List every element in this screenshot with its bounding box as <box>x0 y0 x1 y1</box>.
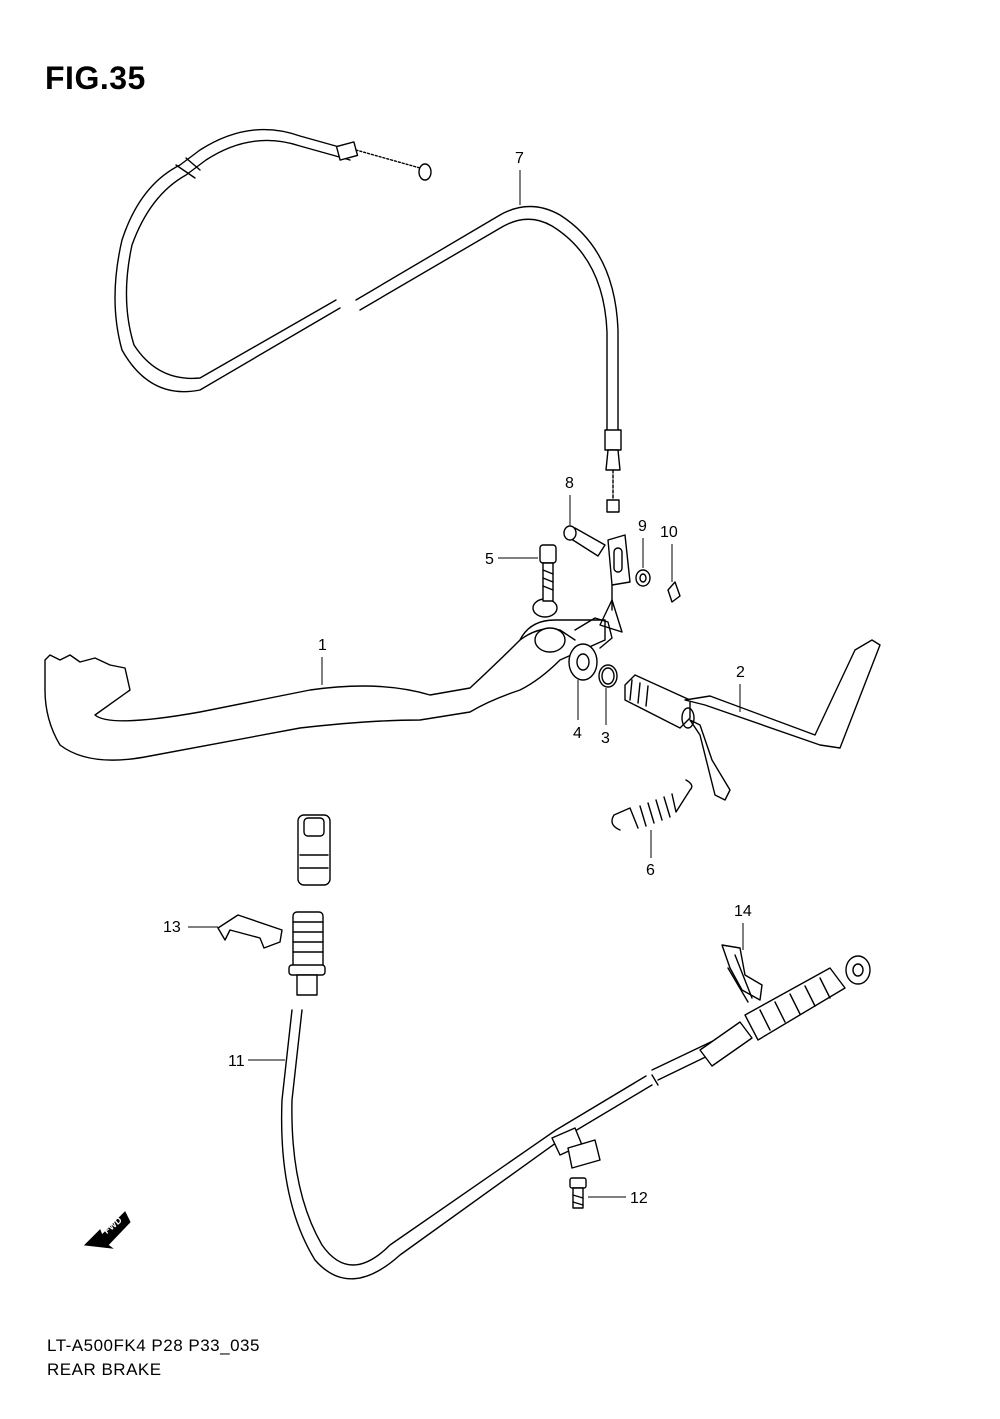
lower-brake-cable[interactable]: 11 <box>228 814 871 1280</box>
cable-clevis[interactable] <box>599 534 631 633</box>
callout-6: 6 <box>646 862 655 879</box>
upper-brake-cable[interactable]: 7 <box>114 128 622 513</box>
callout-1: 1 <box>318 637 327 654</box>
brake-shaft-lever[interactable]: 2 <box>624 639 881 801</box>
figure-title: FIG.35 <box>45 60 146 96</box>
o-ring-3[interactable]: 3 <box>598 664 618 747</box>
callout-4: 4 <box>573 725 582 742</box>
callout-11: 11 <box>228 1053 245 1070</box>
return-spring[interactable]: 6 <box>611 779 693 879</box>
callout-9: 9 <box>638 518 647 535</box>
callout-5: 5 <box>485 551 494 568</box>
callout-13: 13 <box>163 919 181 936</box>
clevis-pin[interactable]: 8 <box>563 475 606 557</box>
washer-4[interactable]: 4 <box>568 643 598 742</box>
callout-7: 7 <box>515 150 524 167</box>
callout-14: 14 <box>734 903 752 920</box>
callout-2: 2 <box>736 664 745 681</box>
callout-12: 12 <box>630 1190 648 1207</box>
cotter-pin[interactable]: 10 <box>660 524 681 603</box>
retainer-clip-14[interactable]: 14 <box>721 903 763 1003</box>
model-code: LT-A500FK4 P28 P33_035 <box>47 1336 260 1355</box>
washer-9[interactable]: 9 <box>635 518 651 587</box>
forward-arrow-icon: FWD <box>83 1211 131 1249</box>
callout-8: 8 <box>565 475 574 492</box>
callout-3: 3 <box>601 730 610 747</box>
pedal-bolt[interactable]: 5 <box>485 544 557 602</box>
section-name: REAR BRAKE <box>47 1360 162 1379</box>
cable-clip-13[interactable]: 13 <box>163 914 283 949</box>
clamp-bolt-12[interactable]: 12 <box>569 1177 648 1209</box>
callout-10: 10 <box>660 524 678 541</box>
brake-pedal[interactable]: 1 <box>44 598 613 761</box>
